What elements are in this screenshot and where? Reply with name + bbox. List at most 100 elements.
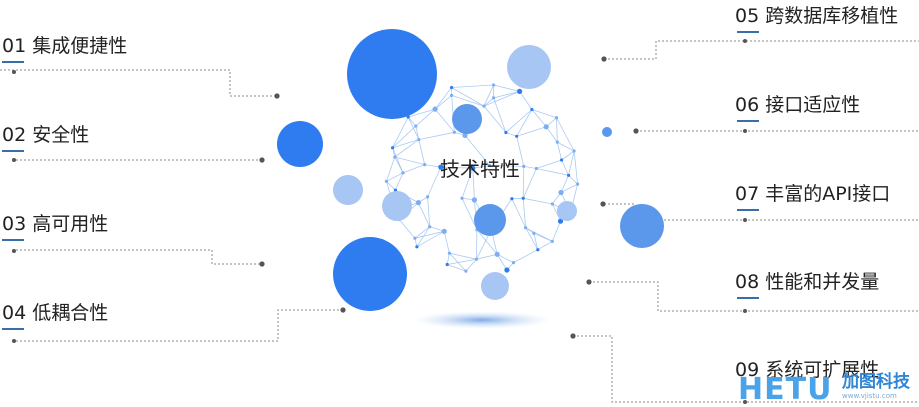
network-edge: [417, 227, 430, 247]
network-node: [551, 202, 554, 205]
network-node: [426, 195, 429, 198]
network-node: [551, 240, 554, 243]
connector-dot-05: [601, 56, 606, 61]
connector-dot-04-left: [12, 339, 16, 343]
network-edge: [435, 95, 452, 109]
network-edge: [395, 173, 403, 190]
feature-label-04: 04 低耦合性: [2, 302, 108, 324]
network-edge: [561, 184, 578, 192]
network-node: [530, 108, 533, 111]
network-node: [413, 237, 416, 240]
network-edge: [435, 88, 452, 110]
connector-dot-01: [274, 93, 279, 98]
network-edge: [484, 106, 506, 132]
network-node: [515, 135, 518, 138]
bubble-right-small-light: [557, 201, 577, 221]
network-node: [576, 183, 579, 186]
network-node: [517, 89, 522, 94]
network-node: [555, 116, 558, 119]
network-node: [495, 252, 500, 257]
connector-dot-05-right: [743, 39, 747, 43]
network-node: [464, 270, 467, 273]
connector-dot-03: [259, 261, 264, 266]
connector-03: [12, 250, 262, 264]
network-edge: [536, 160, 561, 169]
connector-dot-07-right: [743, 218, 747, 222]
network-node: [512, 261, 515, 264]
network-edge: [514, 250, 538, 263]
sphere-shadow: [412, 311, 552, 329]
feature-underline-07: [737, 209, 759, 211]
feature-label-01: 01 集成便捷性: [2, 35, 127, 57]
network-node: [492, 83, 495, 86]
network-node: [450, 86, 453, 89]
network-edge: [523, 198, 552, 204]
network-edge: [506, 133, 517, 137]
network-node: [385, 180, 388, 183]
network-edge: [506, 110, 532, 133]
network-node: [536, 248, 539, 251]
network-edge: [393, 117, 409, 148]
network-node: [482, 105, 485, 108]
connector-05: [604, 41, 919, 59]
feature-underline-01: [2, 61, 24, 63]
feature-underline-03: [2, 239, 24, 241]
connector-dot-08-right: [743, 309, 747, 313]
feature-label-05: 05 跨数据库移植性: [735, 5, 898, 27]
network-edge: [538, 241, 553, 249]
network-edge: [552, 221, 560, 241]
bubble-inner-left-light: [382, 191, 412, 221]
connector-dot-02-left: [12, 158, 16, 162]
network-node: [433, 107, 438, 112]
feature-label-06: 06 接口适应性: [735, 94, 860, 116]
feature-underline-06: [737, 120, 759, 122]
bubble-right-mid: [620, 204, 664, 248]
network-node: [414, 125, 417, 128]
bubble-left-mid: [277, 121, 323, 167]
network-edge: [419, 132, 455, 139]
connector-dot-03-left: [12, 249, 16, 253]
network-edge: [494, 98, 506, 133]
logo-chinese: 加图科技: [842, 372, 910, 392]
network-edge: [393, 148, 403, 173]
bubble-large-bottom: [333, 237, 407, 311]
bubble-inner-upper: [452, 104, 482, 134]
connector-dot-04: [340, 307, 345, 312]
network-node: [532, 232, 535, 235]
network-node: [448, 252, 451, 255]
network-node: [391, 146, 394, 149]
network-edge: [569, 175, 578, 184]
network-edge: [561, 175, 569, 192]
network-node: [504, 267, 509, 272]
connector-dot-09: [570, 333, 575, 338]
network-node: [415, 245, 418, 248]
network-node: [544, 124, 549, 129]
network-node: [522, 197, 525, 200]
network-edge: [447, 253, 449, 264]
connector-dot-01-left: [12, 70, 16, 74]
feature-label-07: 07 丰富的API接口: [735, 183, 890, 205]
network-edge: [557, 142, 561, 160]
network-edge: [536, 169, 568, 176]
network-edge: [399, 220, 415, 239]
network-edge: [435, 109, 454, 132]
network-edge: [408, 117, 419, 140]
network-edge: [494, 85, 520, 91]
bubble-small-right: [602, 127, 612, 137]
bubble-left-light: [333, 175, 363, 205]
network-node: [442, 229, 447, 234]
network-node: [504, 131, 507, 134]
bubble-bottom-light: [481, 272, 509, 300]
network-node: [558, 190, 563, 195]
bubble-inner-lower: [474, 204, 506, 236]
network-edge: [449, 253, 476, 259]
network-edge: [452, 85, 494, 88]
feature-underline-05: [737, 31, 759, 33]
connector-dot-06: [633, 128, 638, 133]
network-node: [573, 149, 576, 152]
logo-brand: HETU: [738, 374, 832, 406]
network-node: [417, 138, 420, 141]
feature-label-03: 03 高可用性: [2, 213, 108, 235]
network-node: [453, 131, 456, 134]
